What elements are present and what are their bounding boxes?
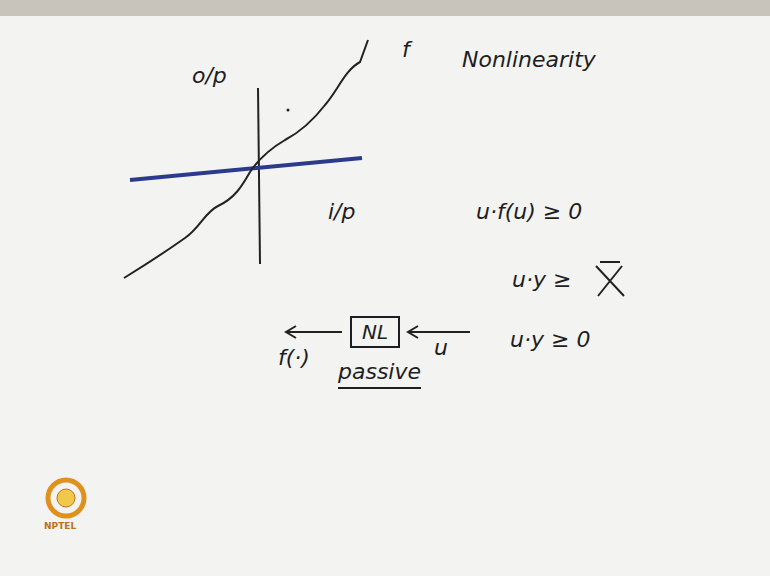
- logo-text: NPTEL: [44, 522, 76, 532]
- inequality: u·y ≥: [512, 268, 571, 292]
- board-top: [0, 0, 770, 16]
- property-note: passive: [338, 360, 421, 389]
- input-arrow: [408, 331, 470, 333]
- output-arrowhead: [286, 326, 296, 338]
- logo-ring: [48, 480, 84, 516]
- x-axis: [130, 158, 362, 180]
- axis-label: i/p: [328, 200, 356, 224]
- axis-label: o/p: [192, 64, 227, 88]
- process-box: NL: [350, 316, 400, 348]
- curve-label: f: [402, 38, 410, 62]
- box-label: NL: [362, 321, 388, 343]
- signal-name: u: [434, 336, 448, 360]
- logo-core: [57, 489, 75, 507]
- output-arrow: [286, 331, 342, 333]
- input-arrowhead: [408, 326, 418, 338]
- signal-name: f(·): [278, 346, 310, 370]
- y-axis: [258, 88, 260, 264]
- nonlinear-curve: [124, 40, 368, 278]
- crossed-out: [596, 262, 624, 296]
- dot: [287, 109, 290, 112]
- heading-note: Nonlinearity: [462, 48, 596, 72]
- inequality: u·f(u) ≥ 0: [476, 200, 582, 224]
- inequality: u·y ≥ 0: [510, 328, 590, 352]
